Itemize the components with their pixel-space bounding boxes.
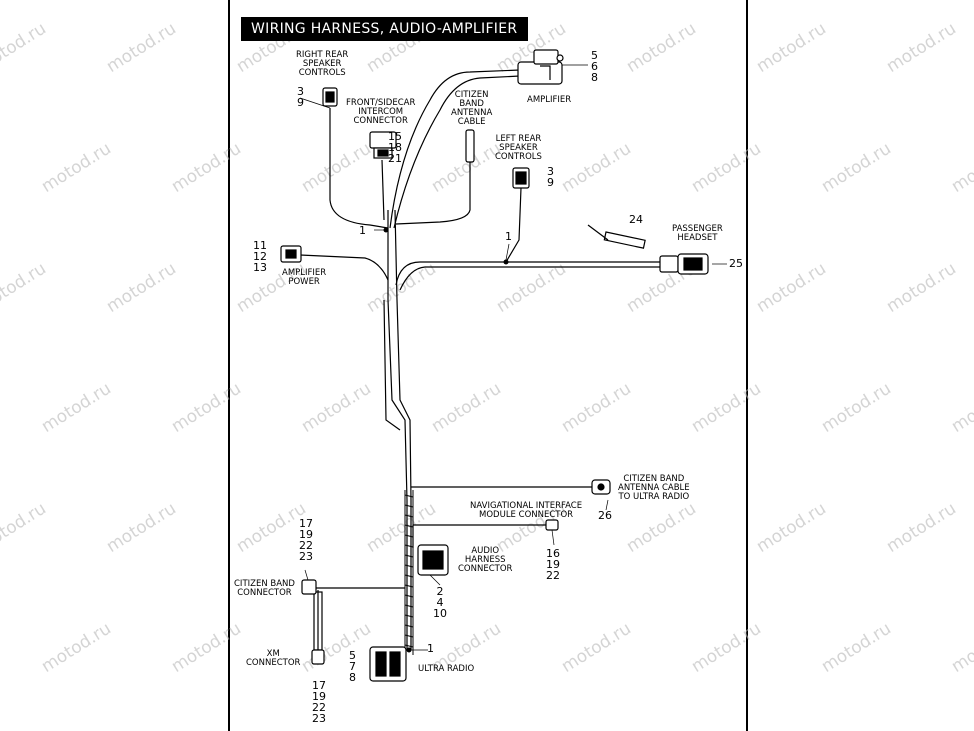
splice-mid [503,259,509,265]
label-amplifier: AMPLIFIER [527,95,572,105]
right-rear-speaker-wire [329,108,389,229]
callout-passenger-headset-cable: 24 [629,213,643,226]
passenger-branch-wire-2 [399,266,660,291]
label-amplifier-power: AMPLIFIER POWER [282,268,327,287]
cb-antenna-plug-icon [465,129,475,163]
callout-intercom: 15 18 21 [388,130,402,165]
left-rear-speaker-connector-icon [512,167,530,189]
main-trunk-wire [387,210,408,650]
left-rear-speaker-wire [505,187,522,263]
label-cb-antenna-to-ultra: CITIZEN BAND ANTENNA CABLE TO ULTRA RADI… [618,474,690,502]
amplifier-power-wire [299,254,389,281]
cb-antenna-cable-wire [395,160,471,225]
callout-citizen-band-connector: 17 19 22 23 [299,517,313,563]
callout-audio-harness: 2 4 10 [433,585,447,620]
callout-amplifier-power: 11 12 13 [253,239,267,274]
amplifier-wire-2 [393,75,521,229]
label-citizen-band-antenna-cable: CITIZEN BAND ANTENNA CABLE [451,90,493,127]
passenger-headset-cable-body [603,231,646,249]
leader-nav [551,529,555,546]
splice-points [383,227,509,653]
callout-left-rear-speaker: 3 9 [547,165,554,189]
callout-ultra-radio: 5 7 8 [349,649,356,684]
leader-ground-mid [505,243,510,261]
callout-amplifier: 5 6 8 [591,49,598,84]
label-right-rear-speaker: RIGHT REAR SPEAKER CONTROLS [296,50,349,78]
passenger-headset-connector-icon [659,253,709,275]
label-citizen-band-connector: CITIZEN BAND CONNECTOR [234,579,295,598]
diagram-title: WIRING HARNESS, AUDIO-AMPLIFIER [241,17,528,41]
convoluted-tubing [404,490,414,655]
audio-harness-connector-icon [417,544,449,576]
amplifier-power-connector-icon [280,245,302,263]
amplifier-wire [389,69,521,229]
leader-citizen-band [304,569,309,581]
label-passenger-headset: PASSENGER HEADSET [672,224,723,243]
xm-connector-icon [311,649,325,665]
amplifier-icon [517,49,564,85]
intercom-wire [381,159,385,221]
nav-interface-connector-icon [545,519,559,531]
diagram-frame [228,0,748,731]
label-front-sidecar-intercom: FRONT/SIDECAR INTERCOM CONNECTOR [346,98,416,126]
label-ultra-radio: ULTRA RADIO [418,664,475,674]
ultra-radio-connector-icon [369,646,407,682]
splice-bottom [406,647,412,653]
callout-cb-antenna-to-ultra: 26 [598,509,612,522]
right-rear-speaker-connector-icon [322,87,338,107]
main-trunk-wire-3 [383,299,401,431]
callout-passenger-headset-plug: 25 [729,257,743,270]
leader-26 [605,499,609,511]
label-xm-connector: XM CONNECTOR [246,649,301,668]
leader-audio-harness [429,574,441,586]
citizen-band-connector-icon [301,579,317,595]
label-left-rear-speaker: LEFT REAR SPEAKER CONTROLS [495,134,542,162]
callout-ground-top: 1 [359,224,366,237]
main-trunk-wire-2 [394,209,412,650]
callout-right-rear-speaker: 3 9 [297,85,304,109]
callout-ground-mid: 1 [505,230,512,243]
callout-nav-interface: 16 19 22 [546,547,560,582]
callout-xm-connector: 17 19 22 23 [312,679,326,725]
callout-ground-bottom: 1 [427,642,434,655]
intercom-connector-icon [369,131,397,159]
label-audio-harness: AUDIO HARNESS CONNECTOR [458,546,513,574]
cb-antenna-to-ultra-connector-icon [591,479,611,495]
passenger-branch-wire [395,261,660,286]
label-nav-interface: NAVIGATIONAL INTERFACE MODULE CONNECTOR [470,501,583,520]
splice-top [383,227,389,233]
